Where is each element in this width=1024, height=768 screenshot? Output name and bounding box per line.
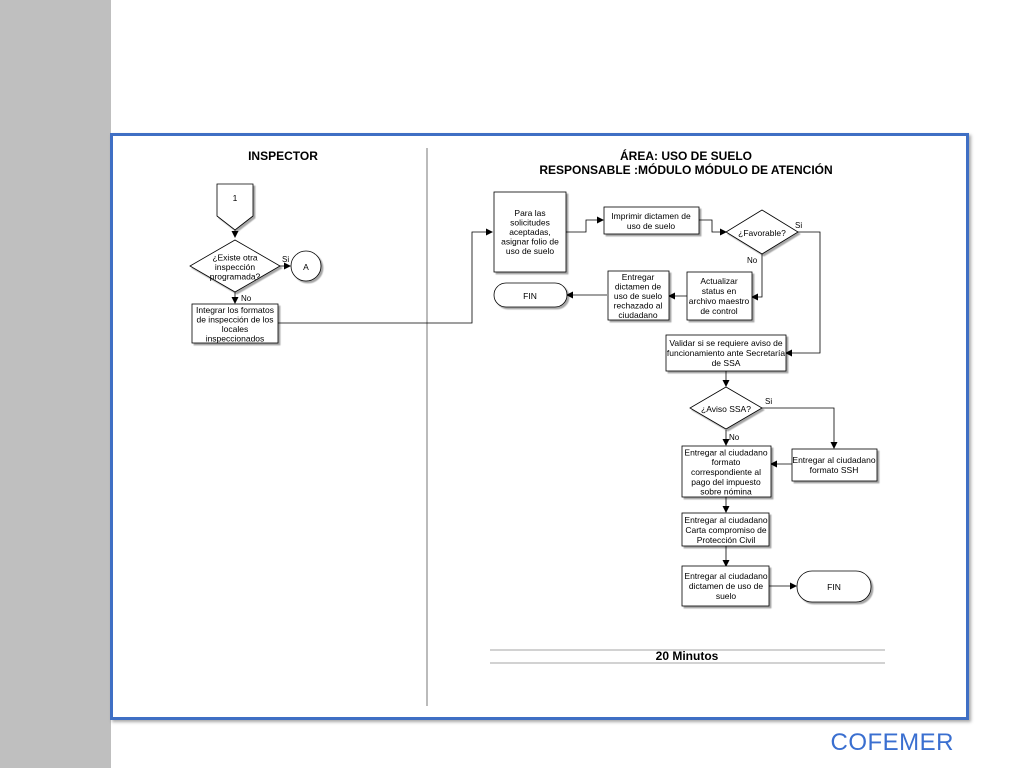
connector-a [290, 250, 322, 282]
process-entregar-ssh [791, 448, 878, 482]
lane-title-area: ÁREA: USO DE SUELO [620, 148, 752, 163]
label-no-aviso: No [729, 433, 740, 442]
node-label-fin-1: FIN [523, 291, 537, 301]
edges [231, 216, 838, 590]
brand-cofemer: COFEMER [830, 729, 954, 756]
label-si-aviso: Si [765, 397, 772, 406]
decision-existe-otra [189, 239, 281, 293]
label-no-otra: No [241, 294, 252, 303]
process-integrar [191, 303, 279, 344]
node-label-connector-1: 1 [233, 193, 238, 203]
node-label-fin-2: FIN [827, 582, 841, 592]
edge-para-to-imprimir [566, 216, 604, 233]
edge-favorable-no-to-actualizar [751, 254, 763, 301]
terminator-fin-1 [493, 282, 568, 308]
decision-aviso-ssa [689, 386, 763, 430]
node-label-connector-a: A [303, 262, 309, 272]
offpage-connector-1 [216, 183, 254, 231]
process-para-solicitudes [493, 191, 567, 273]
label-si-favorable: Si [795, 221, 802, 230]
edge-integrar-to-para [278, 228, 493, 324]
process-actualizar [686, 271, 753, 321]
label-no-favorable: No [747, 256, 758, 265]
process-imprimir [603, 206, 700, 235]
edge-imprimir-to-favorable [699, 219, 727, 236]
node-label-favorable: ¿Favorable? [738, 228, 786, 238]
decision-favorable [725, 209, 799, 255]
process-entregar-carta [681, 512, 770, 547]
left-gray-band [0, 0, 111, 768]
process-entregar-formato [681, 445, 772, 498]
process-validar [665, 334, 787, 372]
edge-aviso-si-to-ssh [762, 407, 838, 449]
lane-title-responsable: RESPONSABLE :MÓDULO MÓDULO DE ATENCIÓN [539, 162, 832, 177]
lane-title-inspector: INSPECTOR [248, 149, 318, 163]
terminator-fin-2 [796, 570, 872, 603]
duration-label: 20 Minutos [656, 649, 719, 663]
node-label-aviso-ssa: ¿Aviso SSA? [701, 404, 751, 414]
label-si-otra: Si [282, 255, 289, 264]
process-entregar-rechazado [607, 270, 670, 321]
edge-favorable-si-to-validar [785, 231, 821, 357]
process-entregar-dictamen [681, 565, 770, 607]
